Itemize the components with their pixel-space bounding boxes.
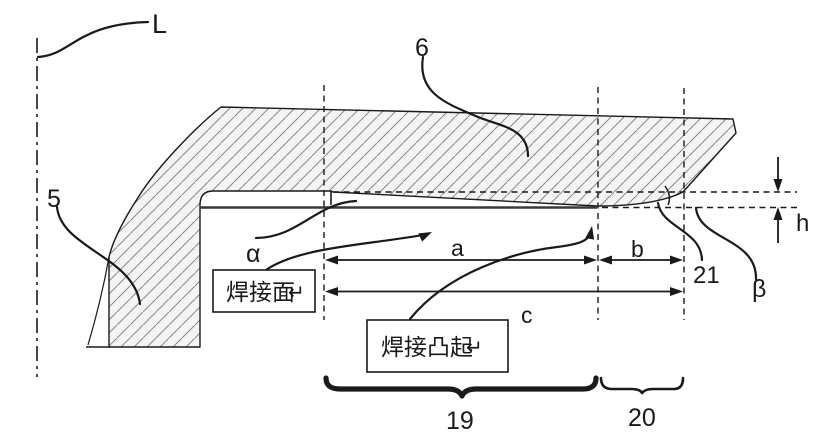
arrowhead-left-icon bbox=[325, 287, 338, 296]
label-21: 21 bbox=[693, 262, 720, 289]
label-beta: β bbox=[752, 275, 766, 303]
label-alpha: α bbox=[246, 240, 260, 268]
dimension-h bbox=[773, 157, 783, 243]
label-part-5: 5 bbox=[47, 185, 61, 213]
beta-angle-arc bbox=[664, 185, 671, 206]
weld-protrusion-callout-box bbox=[366, 319, 509, 373]
dimension-a bbox=[325, 255, 597, 265]
arrowhead-right-icon bbox=[584, 255, 597, 265]
part-cross-section-outline bbox=[108, 106, 737, 348]
arrowhead-down-icon bbox=[773, 179, 783, 192]
dimension-c bbox=[325, 287, 683, 296]
weld-protrusion-callout-text: 焊接凸起 bbox=[381, 334, 473, 360]
label-dim-h: h bbox=[796, 210, 809, 237]
arrowhead-left-icon bbox=[599, 255, 612, 265]
weld-face-return-mark: ↵ bbox=[288, 282, 305, 304]
brace-20 bbox=[599, 376, 685, 395]
label-dim-b: b bbox=[631, 236, 644, 262]
leader-part-6 bbox=[421, 55, 530, 158]
outer-surface-curve bbox=[87, 256, 110, 346]
arrowhead-icon bbox=[585, 226, 595, 240]
leader-alpha bbox=[254, 199, 358, 240]
label-zone-20: 20 bbox=[628, 404, 656, 432]
label-zone-19: 19 bbox=[446, 407, 474, 435]
label-dim-a: a bbox=[451, 235, 464, 261]
leader-weld-face bbox=[264, 232, 432, 272]
arrowhead-icon bbox=[418, 232, 432, 242]
label-axis-L: L bbox=[152, 9, 167, 39]
weld-face-callout-text: 焊接面 bbox=[226, 279, 295, 305]
arrowhead-up-icon bbox=[773, 207, 783, 220]
dimension-b bbox=[599, 255, 683, 265]
arrowhead-right-icon bbox=[670, 287, 683, 296]
weld-protrusion-return-mark: ↵ bbox=[466, 337, 483, 359]
weld-face-callout-box bbox=[212, 269, 316, 313]
arrowhead-left-icon bbox=[325, 255, 338, 265]
arrowhead-right-icon bbox=[670, 255, 683, 265]
leader-weld-protrusion bbox=[408, 226, 595, 321]
label-dim-c: c bbox=[521, 302, 533, 328]
leader-part-5 bbox=[55, 205, 142, 306]
leader-beta bbox=[694, 206, 758, 281]
leader-axis-L bbox=[36, 20, 150, 59]
label-part-6: 6 bbox=[415, 34, 429, 62]
brace-19 bbox=[323, 375, 599, 399]
leader-21 bbox=[656, 201, 704, 262]
